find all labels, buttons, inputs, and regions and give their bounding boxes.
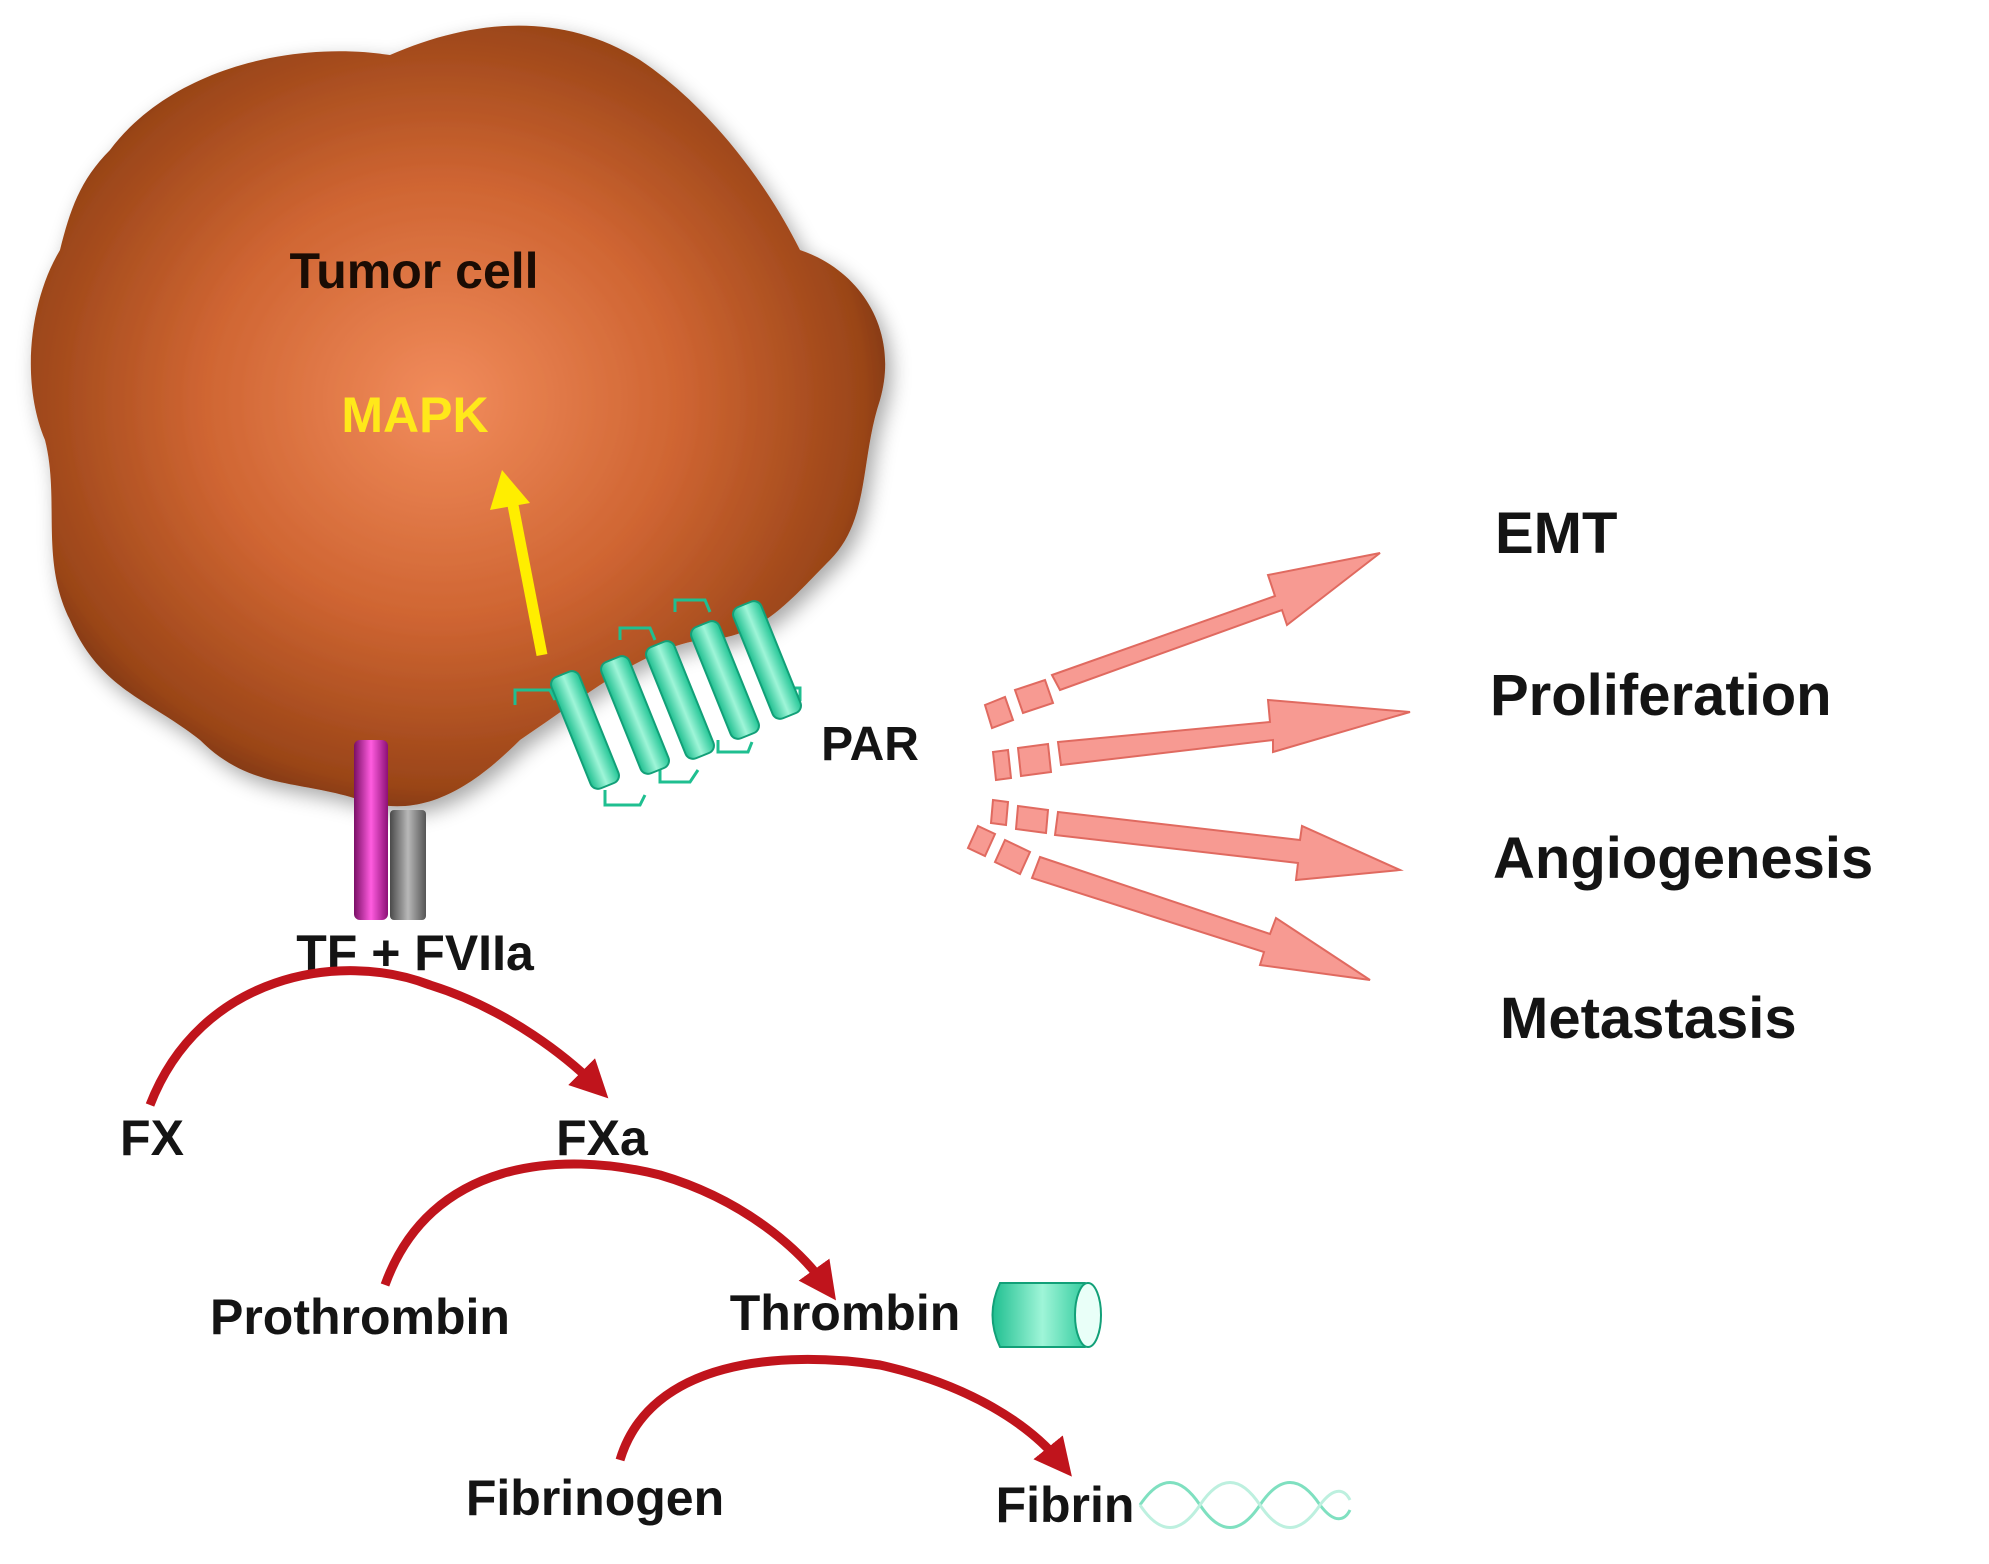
fx-to-fxa-arrow [145,966,609,1107]
prothrombin-label: Prothrombin [210,1289,510,1345]
tumor-cell-body [30,25,886,807]
fibrin-helix-icon [1138,1481,1352,1529]
tumor-cell-label: Tumor cell [289,243,538,299]
mapk-arrow [490,470,548,657]
fibrinogen-to-fibrin-arrow [615,1354,1072,1477]
outcome-label-proliferation: Proliferation [1490,663,1832,728]
outcome-arrows [966,552,1411,981]
fviia-bar [390,810,426,920]
outcome-label-emt: EMT [1495,501,1617,566]
fx-label: FX [120,1110,184,1166]
fibrin-label: Fibrin [996,1477,1135,1533]
outcome-arrow-angiogenesis [989,798,1404,882]
prothrombin-to-thrombin-arrow [380,1159,836,1301]
par-label: PAR [821,718,919,771]
mapk-label: MAPK [341,387,488,443]
outcome-arrow-metastasis [966,824,1371,981]
tf-bar [354,740,388,920]
outcome-label-metastasis: Metastasis [1500,986,1797,1051]
outcome-arrow-proliferation [991,698,1411,782]
fibrinogen-label: Fibrinogen [466,1470,724,1526]
fxa-label: FXa [556,1110,649,1166]
outcome-label-angiogenesis: Angiogenesis [1493,826,1873,891]
thrombin-label: Thrombin [730,1285,961,1341]
outcome-arrow-emt [983,552,1381,730]
thrombin-cylinder-icon [991,1282,1102,1348]
par-receptor [513,598,802,807]
